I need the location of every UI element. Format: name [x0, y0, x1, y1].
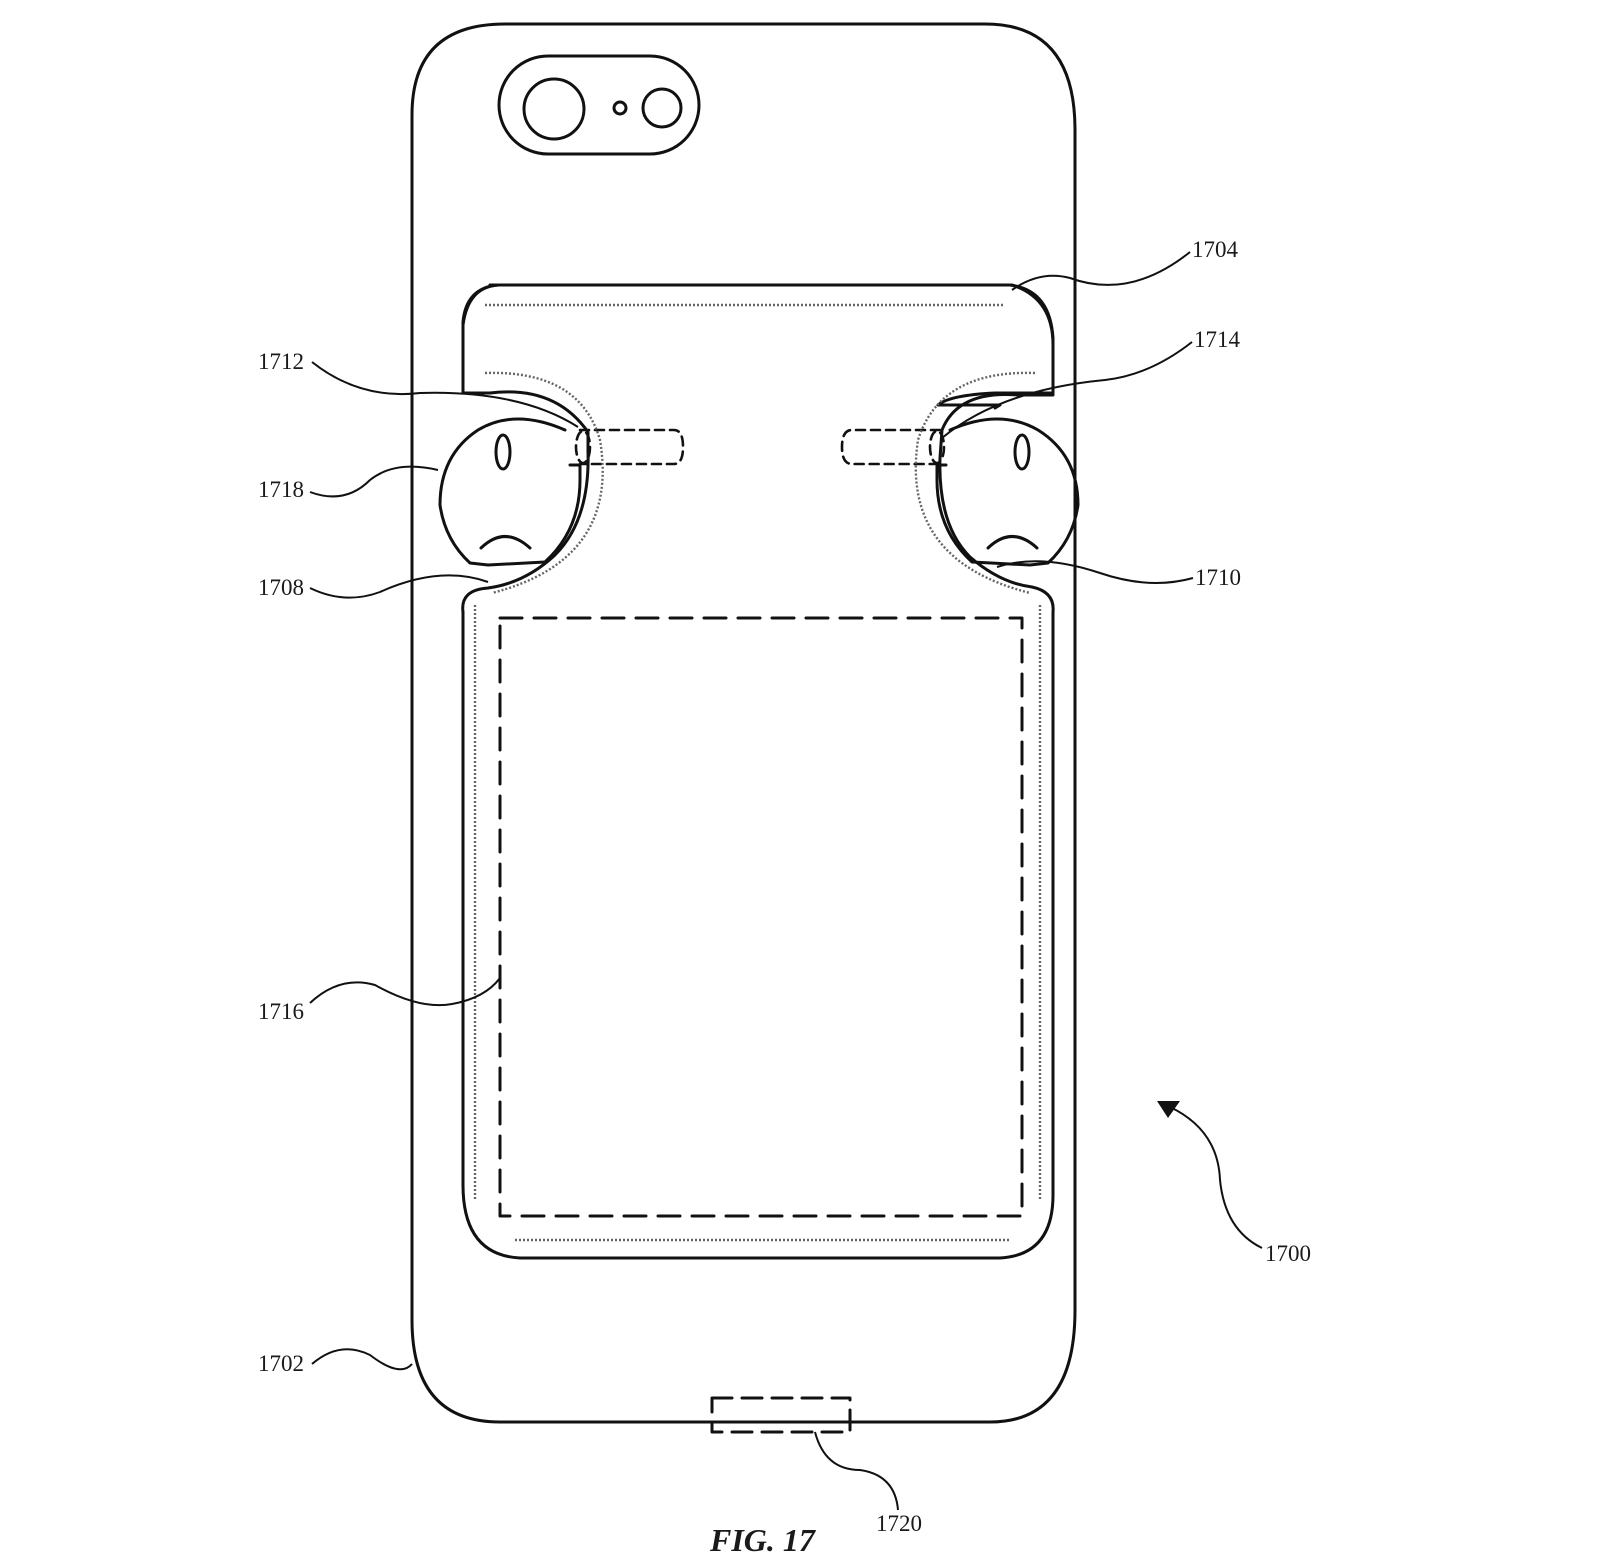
left-earbud-recess — [461, 390, 590, 614]
label-1720: 1720 — [876, 1511, 922, 1536]
arrow-1700 — [1169, 1106, 1263, 1249]
label-1708: 1708 — [258, 575, 304, 600]
camera-module-icon — [497, 54, 701, 156]
leader-1712 — [311, 361, 579, 428]
leader-1702 — [311, 1348, 413, 1371]
battery-region — [498, 616, 1024, 1218]
leader-1714 — [941, 341, 1193, 439]
top-cover — [461, 283, 1055, 410]
right-earbud-recess — [938, 392, 1055, 614]
left-earbud-icon — [438, 417, 582, 567]
figure-caption: FIG. 17 — [710, 1522, 815, 1558]
leader-1720 — [814, 1431, 899, 1511]
right-earbud-icon — [935, 417, 1080, 567]
label-1714: 1714 — [1194, 327, 1240, 352]
leader-1708 — [309, 574, 489, 599]
connector-port — [710, 1396, 852, 1434]
leader-1718 — [309, 465, 439, 498]
leader-1704 — [1011, 251, 1191, 291]
top-cover-upper — [461, 283, 1055, 397]
battery-tray — [461, 610, 1055, 1260]
label-1700: 1700 — [1265, 1241, 1311, 1266]
left-charging-contact — [578, 428, 685, 466]
right-charging-contact — [840, 428, 942, 466]
left-recess-seam — [484, 371, 604, 595]
case-outline — [410, 22, 1077, 1424]
arrowhead-1700-icon — [1157, 1101, 1180, 1118]
label-1718: 1718 — [258, 477, 304, 502]
left-contact-end — [574, 429, 592, 465]
leader-1716 — [309, 977, 501, 1007]
leader-1710 — [996, 560, 1194, 584]
label-1710: 1710 — [1195, 565, 1241, 590]
label-1702: 1702 — [258, 1351, 304, 1376]
label-1716: 1716 — [258, 999, 304, 1024]
label-1704: 1704 — [1192, 237, 1238, 262]
label-1712: 1712 — [258, 349, 304, 374]
right-contact-end — [928, 429, 946, 465]
right-recess-seam — [914, 371, 1036, 595]
